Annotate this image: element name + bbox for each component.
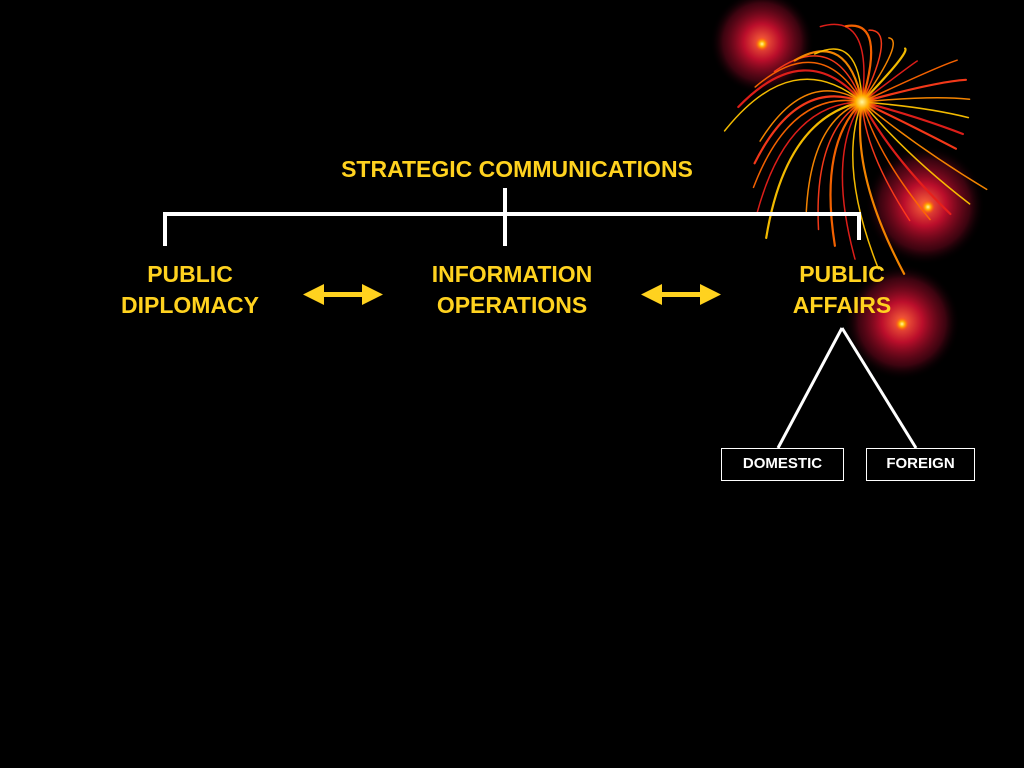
firework-streak <box>723 78 863 132</box>
node-label-line: PUBLIC <box>799 261 885 287</box>
firework-streak <box>858 100 906 275</box>
firework-streak <box>756 101 863 214</box>
node-label-line: AFFAIRS <box>792 292 892 318</box>
firework-streak <box>861 101 988 191</box>
node-label-line: DIPLOMACY <box>121 292 259 318</box>
branch-to-domestic <box>776 327 844 449</box>
burst-core <box>846 86 878 118</box>
sub-node-domestic: DOMESTIC <box>721 448 844 481</box>
node-label-line: INFORMATION <box>431 261 593 287</box>
node-label-line: PUBLIC <box>147 261 233 287</box>
firework-streak <box>852 101 880 270</box>
double-arrow-right <box>641 284 721 305</box>
orb-core-bottom <box>895 317 909 331</box>
orb-core-top <box>755 37 769 51</box>
diagram-title: STRATEGIC COMMUNICATIONS <box>341 156 693 182</box>
firework-streak <box>819 23 865 103</box>
firework-streak <box>861 59 958 103</box>
firework-streak <box>844 24 873 104</box>
node-information-operations: INFORMATION OPERATIONS <box>392 259 632 321</box>
node-label-line: OPERATIONS <box>436 292 588 318</box>
node-public-affairs: PUBLIC AFFAIRS <box>757 259 927 321</box>
node-public-diplomacy: PUBLIC DIPLOMACY <box>90 259 290 321</box>
double-arrow-left <box>303 284 383 305</box>
firework-streak <box>765 100 864 239</box>
branch-to-foreign <box>840 327 918 449</box>
firework-streak <box>773 55 863 103</box>
sub-node-foreign: FOREIGN <box>866 448 975 481</box>
firework-streak <box>737 69 864 109</box>
firework-streak <box>754 61 863 103</box>
orb-core-middle <box>921 200 935 214</box>
